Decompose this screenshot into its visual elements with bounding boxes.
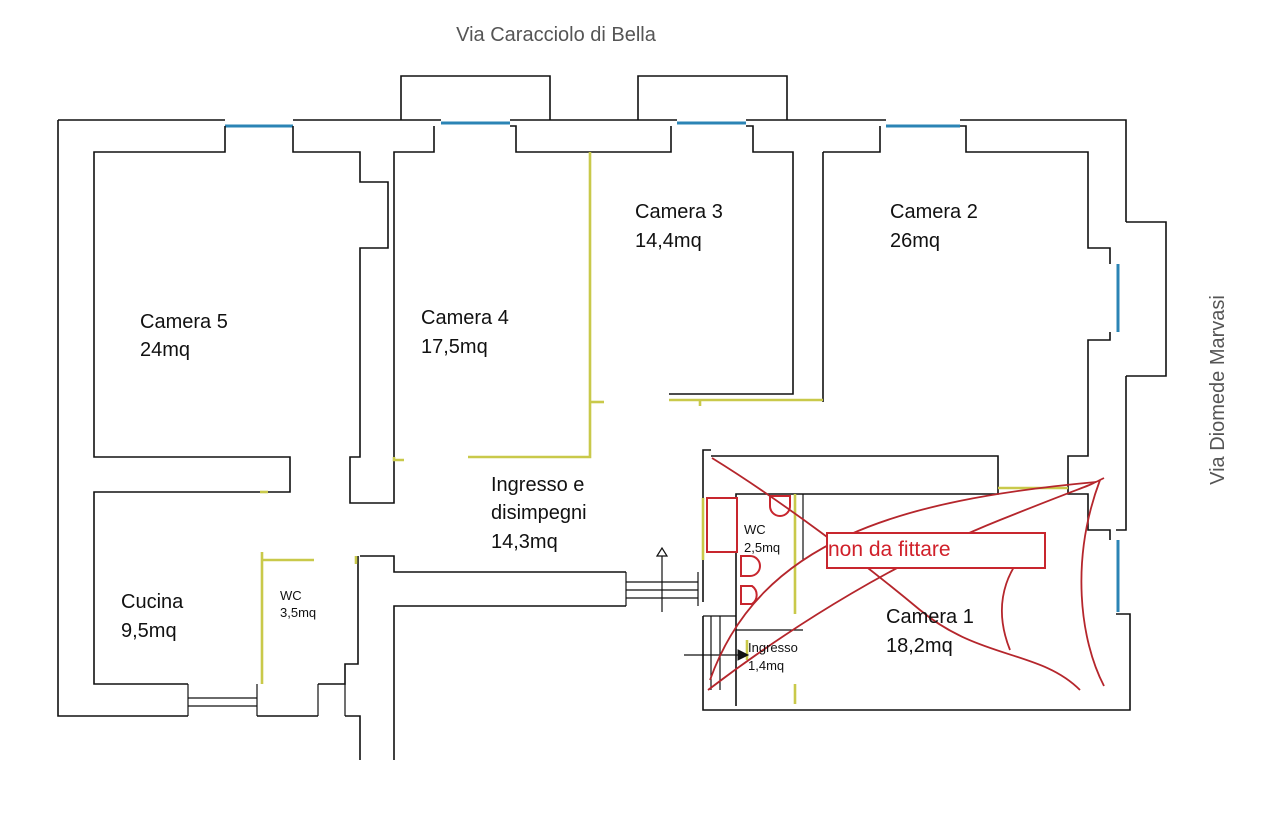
room-label-camera3: Camera 3 14,4mq [635,201,723,252]
street-label-top: Via Caracciolo di Bella [456,24,657,46]
room-label-ingresso-right: Ingresso 1,4mq [748,640,798,673]
svg-text:Ingresso: Ingresso [748,640,798,655]
svg-text:1,4mq: 1,4mq [748,658,784,673]
windows [225,121,1120,612]
room-label-ingresso-disimpegni: Ingresso e disimpegni 14,3mq [491,474,587,553]
room-label-cucina: Cucina 9,5mq [121,591,184,642]
room-label-camera5: Camera 5 24mq [140,311,228,361]
svg-text:Camera 1: Camera 1 [886,606,974,628]
bidet [740,555,761,577]
balcony-right [1126,221,1167,377]
svg-text:non da fittare: non da fittare [828,538,951,561]
svg-text:Camera 2: Camera 2 [890,201,978,223]
door-openings [260,152,1068,704]
svg-text:17,5mq: 17,5mq [421,336,488,358]
svg-text:9,5mq: 9,5mq [121,620,177,642]
toilet [740,585,758,605]
svg-text:Cucina: Cucina [121,591,184,613]
room-label-wc-right: WC 2,5mq [744,522,780,555]
svg-text:WC: WC [280,588,302,603]
room-label-wc-small: WC 3,5mq [280,588,316,620]
sink [769,495,791,517]
svg-text:Camera 4: Camera 4 [421,307,509,329]
svg-text:disimpegni: disimpegni [491,502,587,524]
room-label-camera2: Camera 2 26mq [890,201,978,252]
svg-text:WC: WC [744,522,766,537]
room-label-camera4: Camera 4 17,5mq [421,307,509,358]
svg-text:24mq: 24mq [140,339,190,361]
svg-text:Camera 5: Camera 5 [140,311,228,333]
svg-text:2,5mq: 2,5mq [744,540,780,555]
not-for-rent-notice: non da fittare [826,532,1046,569]
room-label-camera1: Camera 1 18,2mq [886,606,974,657]
svg-text:14,3mq: 14,3mq [491,531,558,553]
svg-text:26mq: 26mq [890,230,940,252]
shower-tray [706,497,738,553]
svg-text:Camera 3: Camera 3 [635,201,723,223]
svg-text:Ingresso e: Ingresso e [491,474,584,496]
arrow-right-icon [737,649,750,661]
svg-text:3,5mq: 3,5mq [280,605,316,620]
entrance-arrows [655,546,750,661]
arrow-up-icon [655,546,669,557]
svg-text:18,2mq: 18,2mq [886,635,953,657]
street-label-right: Via Diomede Marvasi [1207,295,1229,485]
balconies-top [400,75,788,120]
bathroom-fixtures [706,495,791,605]
svg-text:14,4mq: 14,4mq [635,230,702,252]
